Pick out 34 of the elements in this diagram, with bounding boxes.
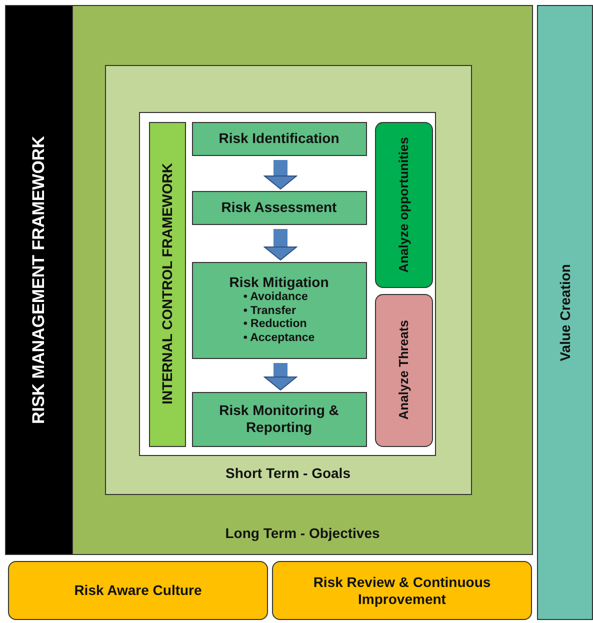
node-label: Risk Monitoring & Reporting [218, 402, 340, 436]
node-label: INTERNAL CONTROL FRAMEWORK [158, 163, 176, 405]
node-label: Risk Mitigation [229, 274, 329, 291]
node-label: Risk Review & Continuous Improvement [312, 574, 492, 608]
inner-panel [104, 64, 472, 494]
arrow [264, 229, 297, 260]
node-label: Analyze opportunities [396, 136, 412, 272]
node-label: Risk Identification [218, 130, 340, 147]
list-item: • Avoidance [243, 290, 309, 305]
node-label: Short Term - Goals [226, 464, 350, 482]
text-box [192, 190, 366, 224]
text-box [192, 262, 366, 358]
arrow [264, 160, 297, 190]
text-box [374, 294, 432, 446]
arrow [264, 363, 297, 390]
text-box [148, 122, 186, 446]
list-item: • Acceptance [243, 332, 315, 346]
text-box [374, 122, 432, 288]
node-label: RISK MANAGEMENT FRAMEWORK [28, 136, 49, 424]
node-label: Risk Assessment [221, 199, 337, 216]
text-box [272, 561, 532, 620]
node-label: Risk Aware Culture [74, 582, 202, 599]
text-box [5, 5, 73, 555]
node-label: Analyze Threats [396, 320, 412, 420]
node-label: Long Term - Objectives [225, 525, 380, 542]
text-box [192, 122, 366, 156]
text-box [192, 392, 366, 446]
list-item: • Transfer [243, 304, 297, 318]
text-box [8, 561, 268, 620]
outer-panel [72, 5, 533, 555]
node-label: Value Creation [556, 264, 574, 362]
text-box [537, 5, 593, 620]
list-item: • Reduction [243, 318, 308, 332]
content-panel [139, 112, 436, 456]
